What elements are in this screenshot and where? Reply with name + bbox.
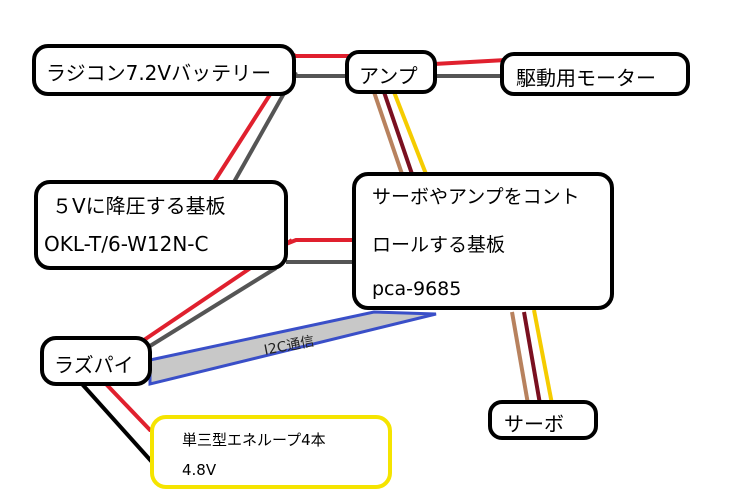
- raspberry-pi-label: ラズパイ: [54, 353, 134, 377]
- amp-signal-brown-wire: [372, 91, 404, 175]
- amp-motor-positive-wire: [433, 58, 507, 66]
- servo-controller-node: サーボやアンプをコント ロールする基板 pca-9685: [352, 172, 614, 310]
- servo-controller-title-line1: サーボやアンプをコント: [372, 186, 580, 208]
- aa-battery-pack-voltage: 4.8V: [182, 461, 217, 479]
- drive-motor-label: 駆動用モーター: [516, 66, 656, 90]
- amp-label: アンプ: [359, 64, 418, 88]
- servo-label: サーボ: [504, 412, 564, 436]
- amp-signal-yellow-wire: [392, 91, 428, 175]
- stepdown-controller-positive-wire: [285, 238, 356, 246]
- amp-signal-darkred-wire: [382, 91, 414, 175]
- servo-darkred-wire: [522, 311, 542, 405]
- aa-battery-pack-title: 単三型エネループ4本: [182, 431, 326, 449]
- stepdown-board-node: ５Vに降圧する基板 OKL-T/6-W12N-C: [34, 180, 288, 270]
- amp-node: アンプ: [345, 50, 437, 94]
- servo-node: サーボ: [488, 400, 598, 440]
- servo-controller-title-line2: ロールする基板: [372, 234, 506, 256]
- stepdown-board-model: OKL-T/6-W12N-C: [44, 232, 209, 256]
- aa-battery-ground-wire: [80, 382, 154, 464]
- rc-battery-label: ラジコン7.2Vバッテリー: [46, 61, 272, 85]
- servo-controller-model: pca-9685: [372, 278, 462, 300]
- servo-yellow-wire: [532, 309, 554, 405]
- aa-battery-positive-wire: [104, 382, 156, 432]
- stepdown-raspi-negative-wire: [148, 266, 278, 348]
- servo-brown-wire: [510, 311, 530, 405]
- drive-motor-node: 駆動用モーター: [500, 52, 690, 96]
- raspberry-pi-node: ラズパイ: [40, 336, 152, 386]
- aa-battery-pack-node: 単三型エネループ4本 4.8V: [150, 415, 392, 489]
- stepdown-board-title: ５Vに降圧する基板: [52, 194, 226, 218]
- rc-battery-node: ラジコン7.2Vバッテリー: [32, 44, 296, 96]
